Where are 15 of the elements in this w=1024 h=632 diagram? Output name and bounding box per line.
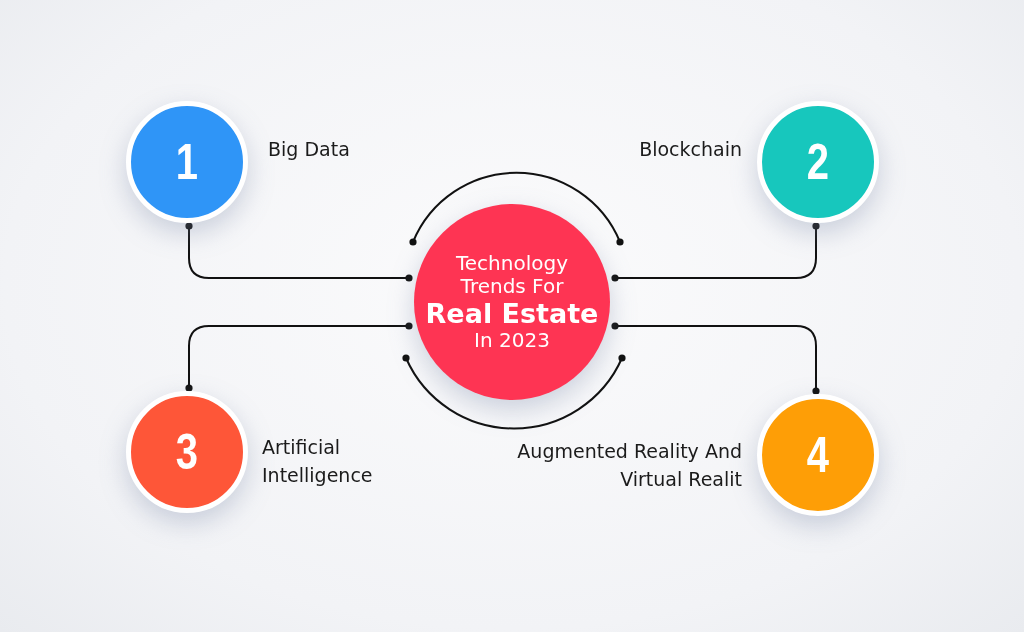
- title-emphasis: Real Estate: [425, 297, 599, 329]
- step-number: 1: [175, 137, 199, 187]
- connector-line: [611, 322, 820, 395]
- connector-line: [185, 222, 413, 282]
- trend-label: Augmented Reality And Virtual Realit: [516, 439, 742, 492]
- trend-label: Blockchain: [638, 137, 742, 162]
- step-number: 2: [806, 137, 830, 187]
- title-text: In 2023: [474, 329, 550, 352]
- step-number: 3: [175, 427, 199, 477]
- trend-label: Big Data: [268, 137, 351, 162]
- connector-line: [611, 222, 820, 282]
- trend-label: Artificial Intelligence: [262, 435, 374, 488]
- title-text: Technology Trends For: [455, 251, 569, 298]
- connector-line: [185, 322, 413, 392]
- step-number: 4: [806, 430, 830, 480]
